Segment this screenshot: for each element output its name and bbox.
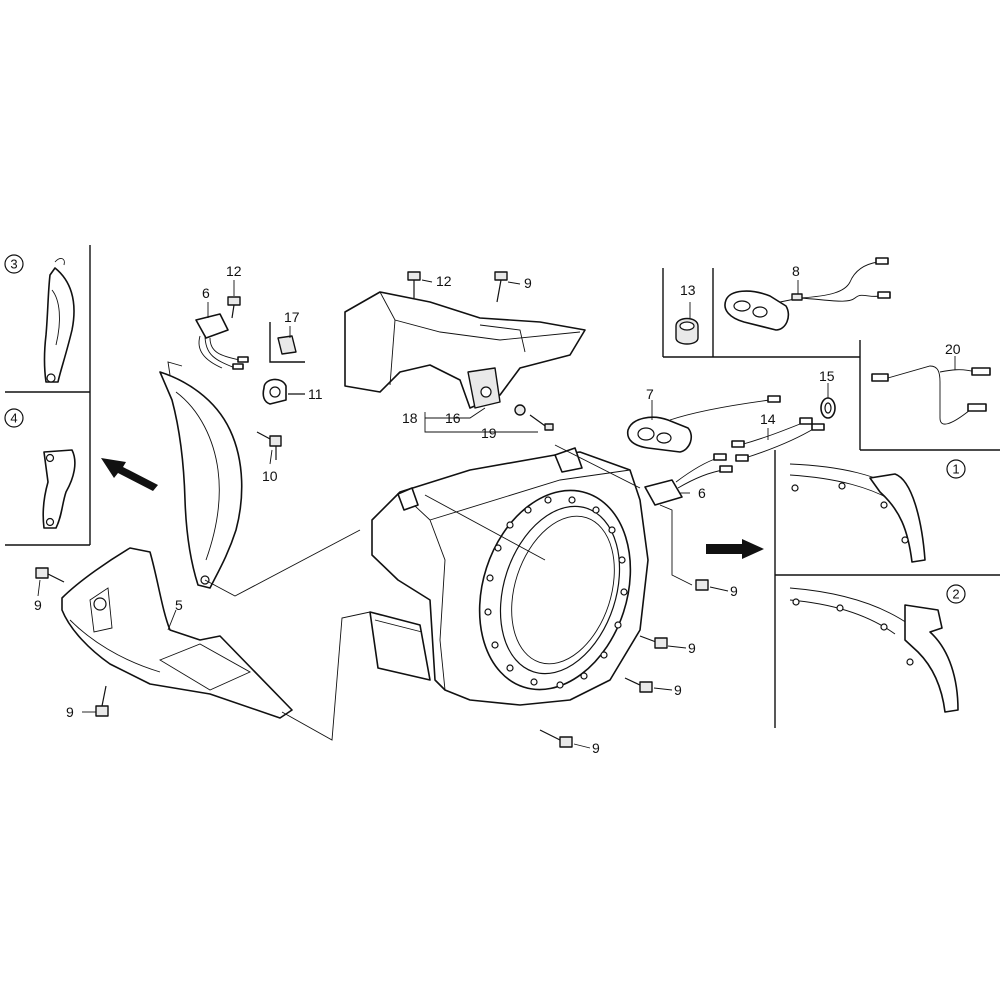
- label-5: 5: [175, 597, 183, 613]
- label-9-b: 9: [66, 704, 74, 720]
- ring-bolt-holes: [484, 496, 628, 689]
- label-12-left: 12: [226, 263, 242, 279]
- part-11-clamp: [262, 378, 305, 405]
- label-9-right: 9: [730, 583, 738, 599]
- svg-text:1: 1: [952, 462, 959, 477]
- svg-text:3: 3: [10, 257, 17, 272]
- bolt-9-right: [695, 579, 709, 591]
- part-17-clip: [269, 322, 305, 363]
- label-6-left: 6: [202, 285, 210, 301]
- bolt-9-shroud-a: [639, 635, 668, 649]
- part-14-harness: [731, 417, 825, 462]
- svg-text:2: 2: [952, 587, 959, 602]
- label-9-a: 9: [34, 597, 42, 613]
- inset-4-bracket: [42, 449, 76, 529]
- inset-frames: [5, 245, 1000, 728]
- bolt-10: [256, 431, 282, 460]
- label-17: 17: [284, 309, 300, 325]
- label-18: 18: [402, 410, 418, 426]
- part-7-switch: [626, 395, 781, 453]
- right-arrow-icon: [706, 539, 764, 559]
- circled-label-3: 3: [4, 254, 24, 274]
- label-14: 14: [760, 411, 776, 427]
- label-6-right: 6: [698, 485, 706, 501]
- bolt-9-shroud-c: [539, 729, 573, 748]
- left-arrow-icon: [101, 458, 158, 491]
- circled-label-2: 2: [946, 584, 966, 604]
- inset-3-bracket: [43, 258, 75, 383]
- callout-leaders: [37, 279, 956, 749]
- label-8: 8: [792, 263, 800, 279]
- part-6-right-module: [644, 453, 733, 506]
- svg-text:4: 4: [10, 411, 17, 426]
- circled-label-4: 4: [4, 408, 24, 428]
- leader-lines: [204, 444, 693, 741]
- bolt-9-left-bottom: [95, 685, 109, 717]
- part-5-lower-shroud: [61, 547, 293, 719]
- bolt-9-left-top: [35, 567, 65, 583]
- part-15-clamp: [820, 397, 836, 419]
- label-12-top: 12: [436, 273, 452, 289]
- label-19: 19: [481, 425, 497, 441]
- bolt-12-top: [407, 271, 421, 298]
- bolt-12-left: [227, 296, 241, 319]
- part-20-wire: [871, 365, 991, 425]
- label-11: 11: [308, 386, 323, 402]
- circled-label-1: 1: [946, 459, 966, 479]
- main-fan-shroud: [369, 447, 649, 706]
- label-10: 10: [262, 468, 278, 484]
- label-7: 7: [646, 386, 654, 402]
- label-9-shroud-a: 9: [688, 640, 696, 656]
- label-13: 13: [680, 282, 696, 298]
- label-16: 16: [445, 410, 461, 426]
- label-9-shroud-c: 9: [592, 740, 600, 756]
- label-20: 20: [945, 341, 961, 357]
- part-13-grommet: [675, 317, 699, 345]
- bolt-9-shroud-b: [624, 677, 653, 693]
- inset-2-detail: [789, 587, 959, 713]
- part-8-switch: [724, 257, 891, 331]
- inset-1-detail: [789, 463, 926, 563]
- top-center-housing: [344, 291, 586, 409]
- part-16-19-hardware: [514, 404, 554, 431]
- left-side-shroud: [159, 361, 243, 589]
- label-9-top: 9: [524, 275, 532, 291]
- bolt-9-top: [494, 271, 508, 303]
- label-9-shroud-b: 9: [674, 682, 682, 698]
- label-15: 15: [819, 368, 835, 384]
- part-6-left-module: [195, 313, 249, 370]
